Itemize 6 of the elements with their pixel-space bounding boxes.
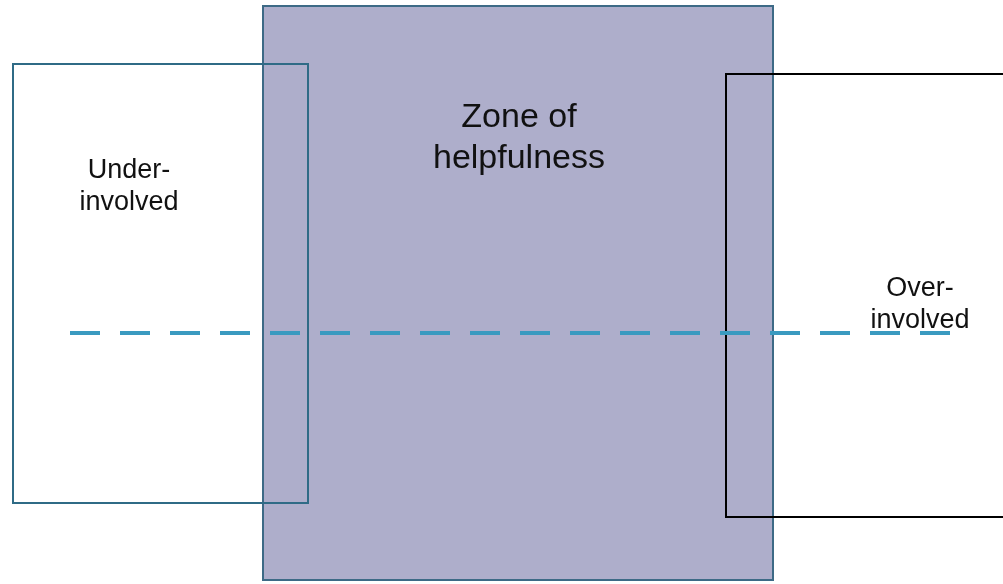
outline-box (12, 63, 309, 504)
box-label: Zone of helpfulness (432, 95, 606, 177)
outline-box (725, 73, 1003, 518)
box-label: Under-involved (78, 153, 180, 218)
box-label: Over-involved (869, 271, 971, 336)
outline-box (262, 5, 774, 581)
